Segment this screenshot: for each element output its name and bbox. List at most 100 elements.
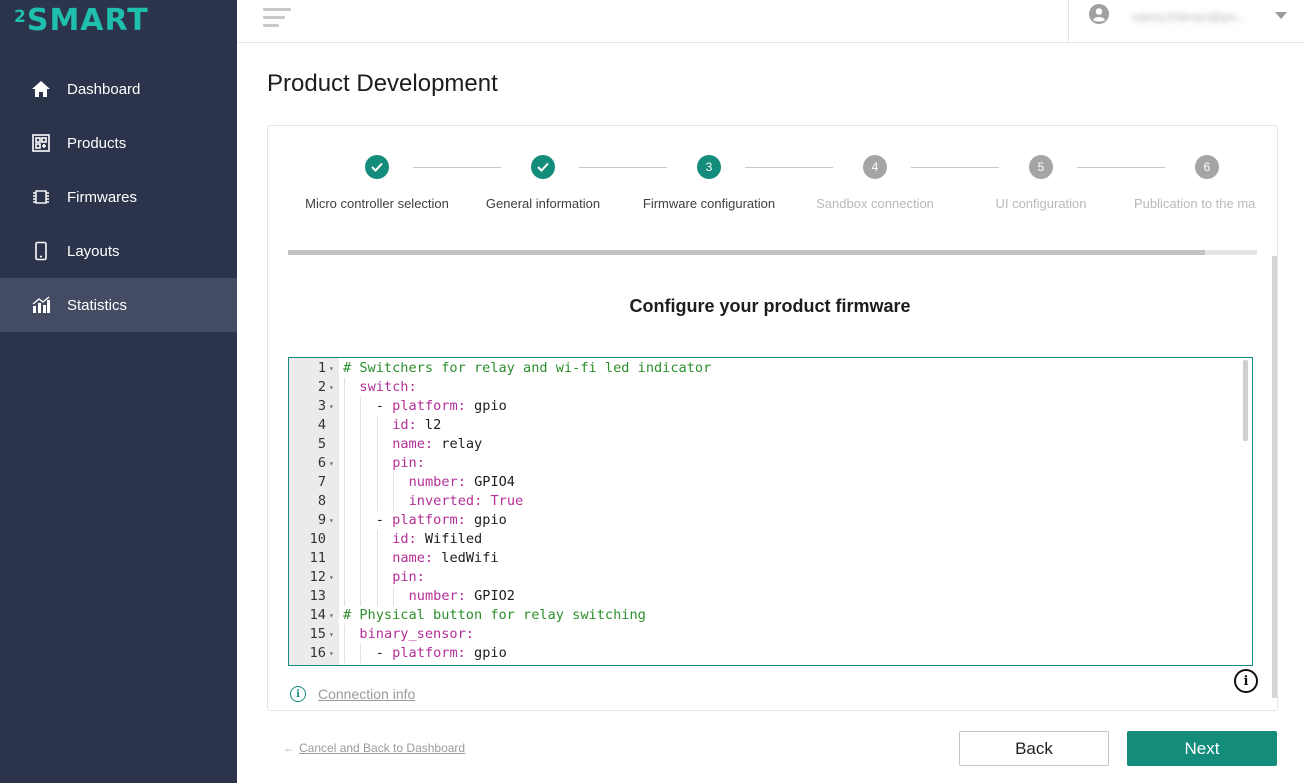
code-token: platform: [392,512,466,528]
indent-guide [360,492,362,511]
code-line[interactable]: 9▾- platform: gpio [289,511,1252,530]
fold-arrow-icon[interactable]: ▾ [329,383,334,392]
step-2-label: General information [485,196,601,211]
code-line[interactable]: 1▾# Switchers for relay and wi-fi led in… [289,359,1252,378]
line-number: 6 [317,455,326,471]
indent-guide [376,549,378,568]
code-line[interactable]: 2▾switch: [289,378,1252,397]
stepper: 3 4 5 6 Micro controller selection Gener… [268,126,1277,256]
fold-arrow-icon[interactable]: ▾ [329,402,334,411]
fold-arrow-icon[interactable]: ▾ [329,364,334,373]
line-number: 1 [317,360,326,376]
code-token: pin: [392,455,425,471]
sidebar-item-layouts[interactable]: Layouts [0,224,237,278]
back-button[interactable]: Back [959,731,1109,766]
sidebar-item-firmwares[interactable]: Firmwares [0,170,237,224]
code-token: ledWifi [433,550,499,566]
indent-guide [344,492,345,511]
card-scrollbar[interactable] [1272,256,1277,698]
code-line[interactable]: 11 name: ledWifi [289,549,1252,568]
brand-logo[interactable]: 2 SMART [14,4,149,40]
code-line[interactable]: 3▾- platform: gpio [289,397,1252,416]
cancel-and-back-link[interactable]: ← Cancel and Back to Dashboard [283,741,465,755]
step-5-number: 5 [1029,155,1053,179]
code-token: platform: [392,645,466,661]
indent-guide [360,473,362,492]
fold-arrow-icon[interactable]: ▾ [329,573,334,582]
fold-arrow-icon[interactable]: ▾ [329,630,334,639]
code-token: platform: [392,398,466,414]
indent-guide [344,378,345,397]
brand-logo-name: SMART [26,3,149,38]
info-circle-icon: i [290,686,306,702]
code-token: # Physical button for relay switching [343,607,646,623]
step-3-number: 3 [697,155,721,179]
indent-guide [344,644,345,663]
user-menu[interactable]: valeriy.fridman@gm... [1068,0,1304,42]
fold-arrow-icon[interactable]: ▾ [329,516,334,525]
cancel-label: Cancel and Back to Dashboard [299,741,466,755]
fold-arrow-icon[interactable]: ▾ [329,459,334,468]
code-token: l2 [416,417,442,433]
sidebar-item-dashboard[interactable]: Dashboard [0,62,237,116]
sidebar-item-products[interactable]: Products [0,116,237,170]
code-token: id: [392,531,417,547]
indent-guide [344,625,345,644]
code-token: - [375,398,393,414]
indent-guide [344,530,345,549]
indent-guide [376,473,378,492]
step-1-label: Micro controller selection [305,196,449,211]
step-connector [579,167,667,168]
line-number: 14 [309,607,326,623]
info-icon[interactable]: i [1234,669,1258,693]
indent-guide [393,473,395,492]
step-2-check-icon [531,155,555,179]
code-text: number: GPIO2 [409,587,515,606]
sidebar-item-statistics[interactable]: Statistics [0,278,237,332]
line-number: 9 [317,512,326,528]
step-5-label: UI configuration [995,196,1087,211]
code-text: pin: [392,568,425,587]
editor-scrollbar[interactable] [1243,360,1248,441]
indent-guide [360,397,362,416]
code-text: binary_sensor: [359,625,474,644]
indent-guide [360,587,362,606]
indent-guide [360,454,362,473]
indent-guide [344,568,345,587]
code-line[interactable]: 14▾ # Physical button for relay switching [289,606,1252,625]
indent-guide [376,454,378,473]
code-text: number: GPIO4 [409,473,515,492]
next-button[interactable]: Next [1127,731,1277,766]
code-token: True [482,493,524,509]
code-token: inverted: [408,493,483,509]
code-text: # Physical button for relay switching [343,606,646,625]
step-1-check-icon [365,155,389,179]
fold-arrow-icon[interactable]: ▾ [329,649,334,658]
hamburger-icon[interactable] [263,8,291,30]
line-number: 11 [309,550,326,566]
connection-info-link[interactable]: i Connection info [290,686,415,702]
code-token: GPIO2 [465,588,515,604]
firmware-code-editor[interactable]: 1▾# Switchers for relay and wi-fi led in… [288,357,1253,666]
indent-guide [360,568,362,587]
sidebar-nav: Dashboard Products Firmwares Layouts Sta… [0,62,237,332]
code-text: name: ledWifi [392,549,498,568]
stepper-scrollbar-thumb[interactable] [288,250,1205,255]
user-avatar-icon [1089,4,1109,24]
step-6-number: 6 [1195,155,1219,179]
stepper-scrollbar[interactable] [288,250,1257,255]
fold-arrow-icon[interactable]: ▾ [329,611,334,620]
step-3-label: Firmware configuration [642,196,776,211]
code-line[interactable]: 6▾ pin: [289,454,1252,473]
code-line[interactable]: 12▾pin: [289,568,1252,587]
code-line[interactable]: 16▾- platform: gpio [289,644,1252,663]
code-text: switch: [359,378,416,397]
code-line[interactable]: 15▾binary_sensor: [289,625,1252,644]
indent-guide [376,587,378,606]
